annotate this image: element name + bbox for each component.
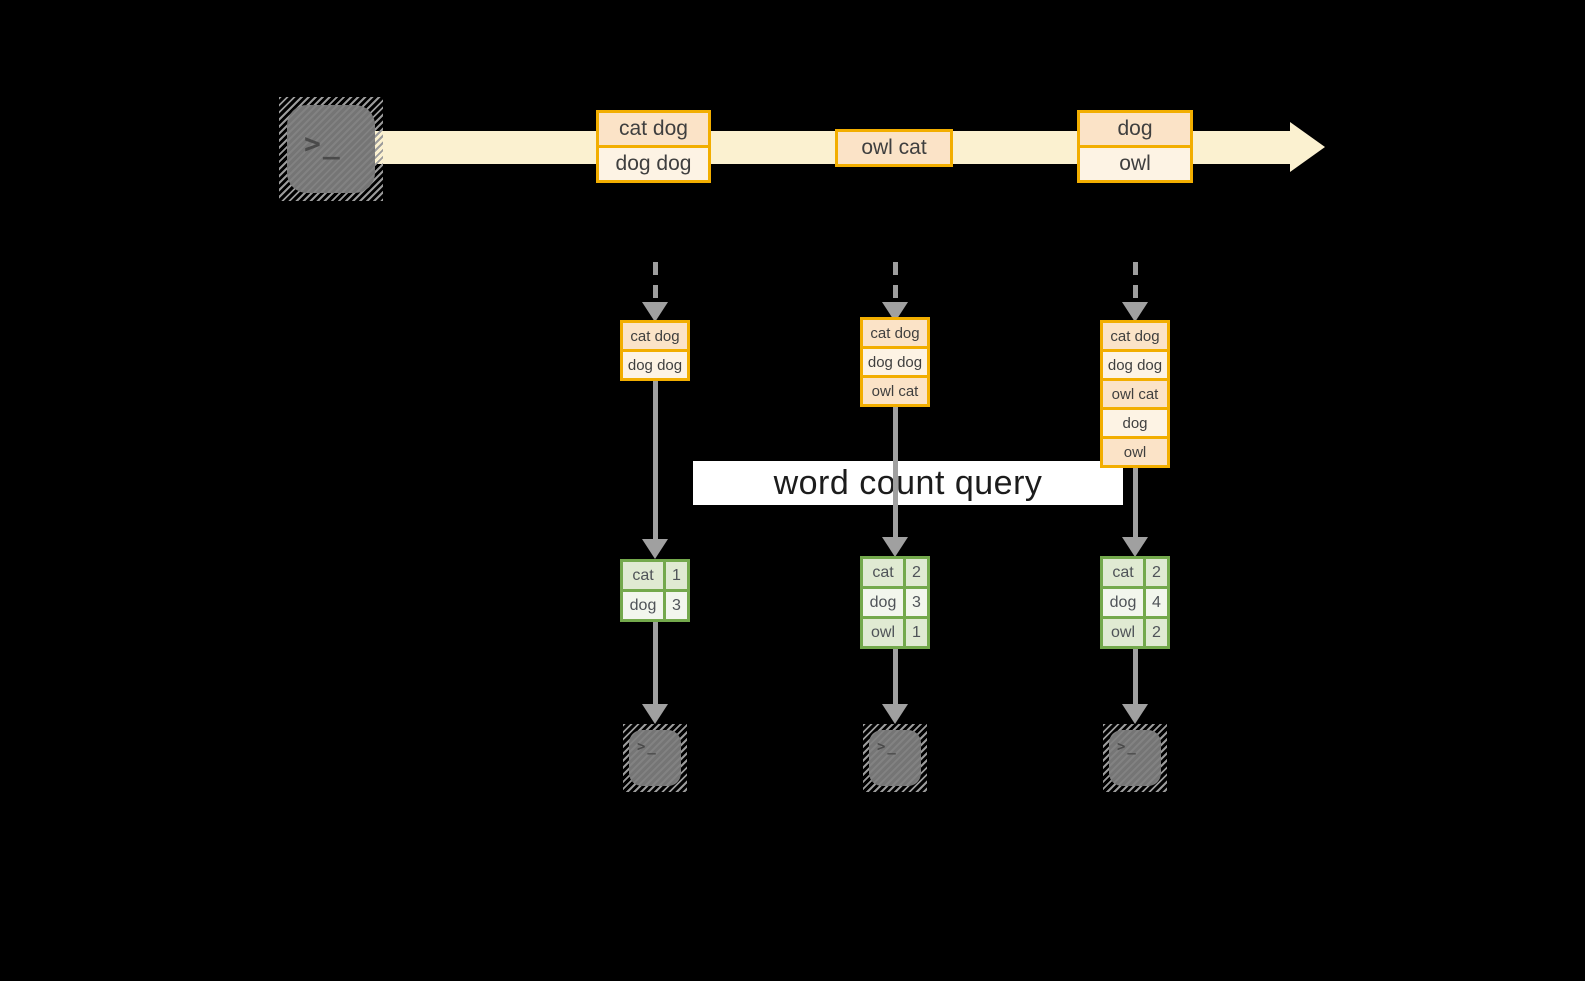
- buffer-record: dog: [1100, 407, 1170, 439]
- producer-terminal-icon: >_: [279, 97, 383, 201]
- query-arrow-head-icon: [882, 537, 908, 557]
- terminal-prompt-icon: >_: [877, 739, 898, 755]
- output-arrow-shaft: [653, 622, 658, 706]
- count-table-2: cat 2 dog 3 owl 1: [860, 556, 930, 649]
- count-cell: 1: [903, 616, 930, 649]
- terminal-icon: >_: [287, 105, 375, 193]
- table-row: cat 2: [860, 556, 930, 589]
- consumer-terminal-icon-3: >_: [1103, 724, 1167, 792]
- ingest-arrow-shaft: [653, 262, 658, 304]
- count-cell: 1: [663, 559, 690, 592]
- table-row: cat 2: [1100, 556, 1170, 589]
- stream-record: owl cat: [835, 129, 953, 167]
- buffer-record: owl cat: [860, 375, 930, 407]
- ingest-arrow-head-icon: [642, 302, 668, 322]
- consumer-terminal-icon-1: >_: [623, 724, 687, 792]
- table-row: dog 3: [860, 586, 930, 619]
- buffer-record: owl: [1100, 436, 1170, 468]
- word-cell: dog: [620, 589, 666, 622]
- count-cell: 3: [903, 586, 930, 619]
- terminal-prompt-icon: >_: [637, 739, 658, 755]
- count-cell: 2: [1143, 616, 1170, 649]
- ingest-arrow-head-icon: [1122, 302, 1148, 322]
- table-row: owl 1: [860, 616, 930, 649]
- word-cell: dog: [860, 586, 906, 619]
- query-arrow-shaft: [653, 381, 658, 541]
- count-table-3: cat 2 dog 4 owl 2: [1100, 556, 1170, 649]
- terminal-icon: >_: [1109, 730, 1161, 786]
- output-arrow-head-icon: [882, 704, 908, 724]
- buffer-record: dog dog: [860, 346, 930, 378]
- terminal-icon: >_: [629, 730, 681, 786]
- stream-batch-1: cat dog dog dog: [596, 110, 711, 183]
- buffer-stack-3: cat dog dog dog owl cat dog owl: [1100, 320, 1170, 468]
- word-cell: cat: [860, 556, 906, 589]
- word-cell: cat: [620, 559, 666, 592]
- word-cell: cat: [1100, 556, 1146, 589]
- query-banner: word count query: [693, 461, 1123, 505]
- table-row: dog 4: [1100, 586, 1170, 619]
- output-arrow-shaft: [1133, 649, 1138, 706]
- stream-timeline-arrowhead-icon: [1290, 122, 1325, 172]
- terminal-prompt-icon: >_: [1117, 739, 1138, 755]
- buffer-record: cat dog: [860, 317, 930, 349]
- count-cell: 2: [1143, 556, 1170, 589]
- table-row: owl 2: [1100, 616, 1170, 649]
- query-arrow-head-icon: [642, 539, 668, 559]
- stream-record: cat dog: [596, 110, 711, 148]
- buffer-stack-1: cat dog dog dog: [620, 320, 690, 381]
- buffer-record: cat dog: [1100, 320, 1170, 352]
- count-cell: 2: [903, 556, 930, 589]
- word-cell: owl: [860, 616, 906, 649]
- word-cell: owl: [1100, 616, 1146, 649]
- stream-batch-2: owl cat: [835, 129, 953, 167]
- count-cell: 3: [663, 589, 690, 622]
- stream-batch-3: dog owl: [1077, 110, 1193, 183]
- count-cell: 4: [1143, 586, 1170, 619]
- output-arrow-head-icon: [642, 704, 668, 724]
- table-row: dog 3: [620, 589, 690, 622]
- query-arrow-shaft: [1133, 468, 1138, 539]
- query-arrow-shaft: [893, 407, 898, 539]
- query-banner-label: word count query: [773, 463, 1043, 502]
- buffer-record: dog dog: [620, 349, 690, 381]
- buffer-record: cat dog: [620, 320, 690, 352]
- consumer-terminal-icon-2: >_: [863, 724, 927, 792]
- stream-record: dog: [1077, 110, 1193, 148]
- buffer-record: dog dog: [1100, 349, 1170, 381]
- output-arrow-head-icon: [1122, 704, 1148, 724]
- terminal-icon: >_: [869, 730, 921, 786]
- ingest-arrow-shaft: [893, 262, 898, 304]
- output-arrow-shaft: [893, 649, 898, 706]
- word-cell: dog: [1100, 586, 1146, 619]
- terminal-prompt-icon: >_: [304, 127, 342, 160]
- stream-record: owl: [1077, 145, 1193, 183]
- buffer-record: owl cat: [1100, 378, 1170, 410]
- ingest-arrow-shaft: [1133, 262, 1138, 304]
- table-row: cat 1: [620, 559, 690, 592]
- query-arrow-head-icon: [1122, 537, 1148, 557]
- stream-record: dog dog: [596, 145, 711, 183]
- buffer-stack-2: cat dog dog dog owl cat: [860, 317, 930, 407]
- count-table-1: cat 1 dog 3: [620, 559, 690, 622]
